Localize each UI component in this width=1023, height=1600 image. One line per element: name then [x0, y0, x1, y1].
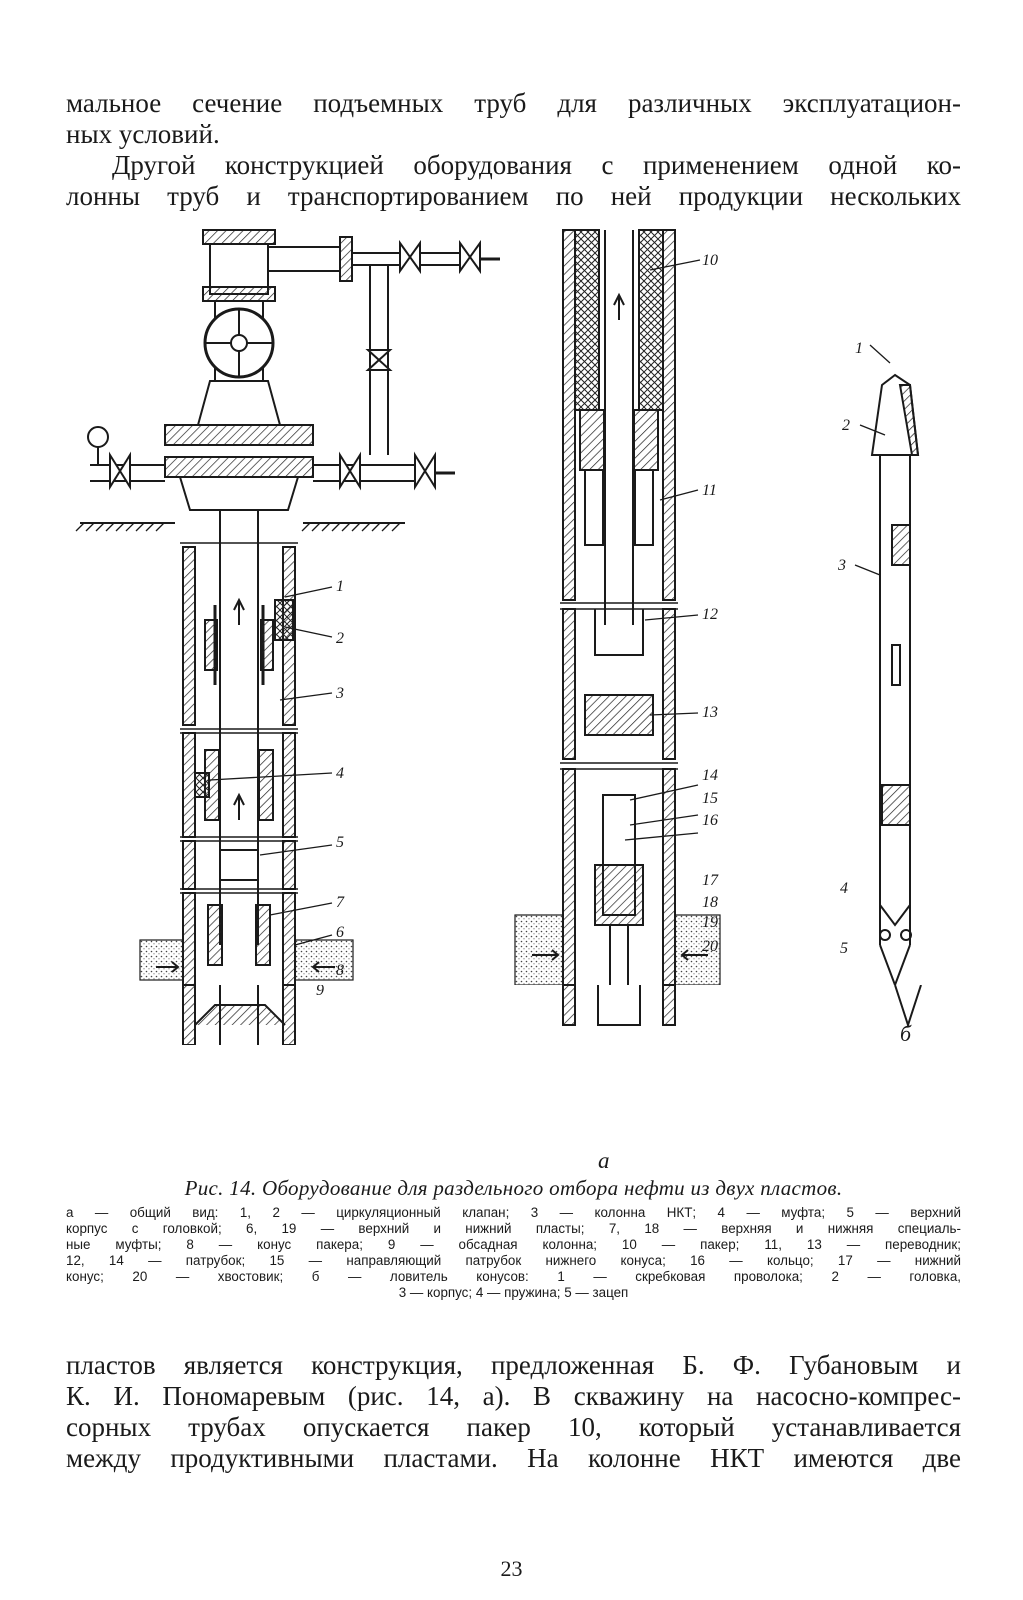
label-b-5: 5 — [840, 940, 848, 957]
label-a-6: 6 — [336, 924, 344, 941]
label-18: 18 — [702, 894, 718, 911]
page-number: 23 — [500, 1556, 523, 1581]
label-a-9: 9 — [316, 985, 324, 999]
figure-lower-part: 9 б — [182, 985, 922, 1045]
figure-drawing: 1 2 3 4 5 7 6 8 10 11 12 13 14 15 16 17 … — [75, 229, 920, 985]
figure-caption: Рис. 14. Оборудование для раздельного от… — [66, 1176, 961, 1301]
label-11: 11 — [702, 482, 717, 499]
text-line: мальное сечение подъемных труб для разли… — [66, 88, 961, 118]
label-16: 16 — [702, 812, 718, 829]
sub-label-b: б — [900, 1021, 912, 1045]
label-a-1: 1 — [336, 578, 344, 595]
diagram-a-packer-section — [514, 229, 721, 985]
text-line: между продуктивными пластами. На колонне… — [66, 1443, 961, 1473]
label-b-4: 4 — [840, 880, 848, 897]
label-15: 15 — [702, 790, 718, 807]
caption-title: Рис. 14. Оборудование для раздельного от… — [184, 1176, 843, 1200]
bottom-paragraph: пластов является конструкция, предложенн… — [66, 1350, 961, 1474]
caption-legend: а — общий вид: 1, 2 — циркуляционный кла… — [66, 1205, 961, 1301]
label-a-3: 3 — [335, 685, 344, 702]
text-line: пластов является конструкция, предложенн… — [66, 1350, 961, 1380]
text-line: Другой конструкцией оборудования с приме… — [112, 150, 961, 180]
label-b-2: 2 — [842, 417, 850, 434]
label-a-8: 8 — [336, 962, 344, 979]
diagram-b-cone-catcher — [870, 373, 920, 985]
caption-line: корпус с головкой; 6, 19 — верхний и ниж… — [66, 1221, 961, 1236]
top-paragraph: мальное сечение подъемных труб для разли… — [66, 88, 961, 212]
label-a-4: 4 — [336, 765, 344, 782]
label-b-1: 1 — [855, 340, 863, 357]
label-a-5: 5 — [336, 834, 344, 851]
label-a-2: 2 — [336, 630, 344, 647]
caption-line: конус; 20 — хвостовик; б — ловитель кону… — [66, 1269, 961, 1284]
label-19: 19 — [702, 914, 718, 931]
caption-line: а — общий вид: 1, 2 — циркуляционный кла… — [66, 1205, 961, 1220]
text-line: лонны труб и транспортированием по ней п… — [66, 181, 961, 211]
sub-label-a: а — [598, 1148, 610, 1173]
caption-line: ные муфты; 8 — конус пакера; 9 — обсадна… — [66, 1237, 961, 1252]
label-b-3: 3 — [837, 557, 846, 574]
text-line: сорных трубах опускается пакер 10, котор… — [66, 1412, 961, 1442]
label-13: 13 — [702, 704, 718, 721]
diagram-a-general-view — [75, 229, 500, 985]
text-line: К. И. Пономаревым (рис. 14, а). В скважи… — [66, 1381, 961, 1411]
label-12: 12 — [702, 606, 718, 623]
label-20: 20 — [702, 938, 718, 955]
label-14: 14 — [702, 767, 718, 784]
label-10: 10 — [702, 252, 718, 269]
figure-14: 1 2 3 4 5 7 6 8 10 11 12 13 14 15 16 17 … — [70, 225, 970, 985]
caption-line: 12, 14 — патрубок; 15 — направляющий пат… — [66, 1253, 961, 1268]
caption-line: 3 — корпус; 4 — пружина; 5 — зацеп — [398, 1285, 629, 1300]
leader-lines — [209, 259, 891, 946]
label-17: 17 — [702, 872, 719, 889]
label-a-7: 7 — [336, 894, 345, 911]
text-line: ных условий. — [66, 119, 220, 149]
